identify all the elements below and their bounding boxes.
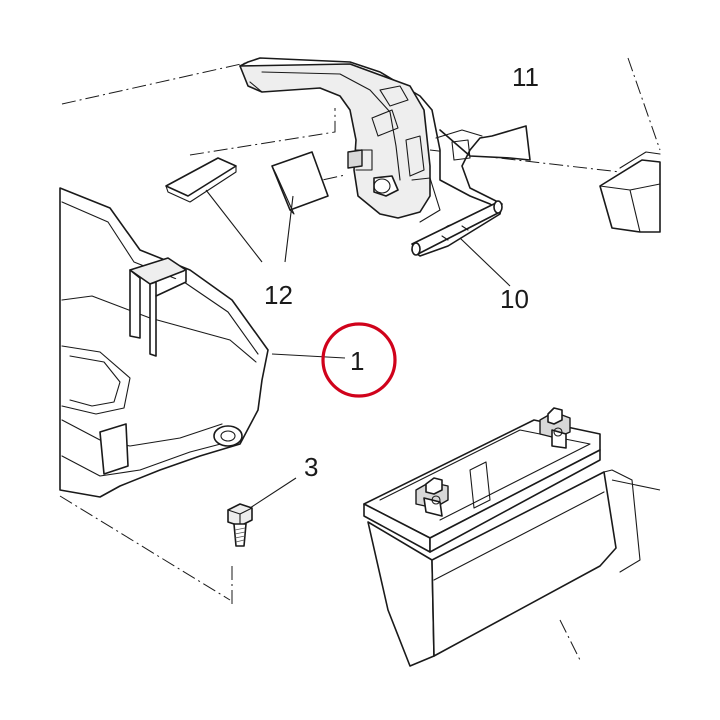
callout-12: 12 bbox=[264, 280, 293, 310]
callout-10: 10 bbox=[500, 284, 529, 314]
leader-lines bbox=[205, 189, 661, 509]
highlight-circle bbox=[321, 322, 397, 398]
callout-labels: 11 12 10 1 3 bbox=[264, 62, 539, 482]
part-3-bolt bbox=[227, 503, 253, 547]
callout-11: 11 bbox=[512, 62, 539, 92]
part-1-tray bbox=[59, 187, 269, 498]
battery bbox=[363, 407, 641, 667]
edge-clip bbox=[599, 151, 661, 233]
part-12-pads bbox=[165, 151, 329, 215]
part-11-bracket bbox=[239, 57, 531, 257]
callout-1: 1 bbox=[350, 346, 364, 376]
callout-3: 3 bbox=[304, 452, 318, 482]
